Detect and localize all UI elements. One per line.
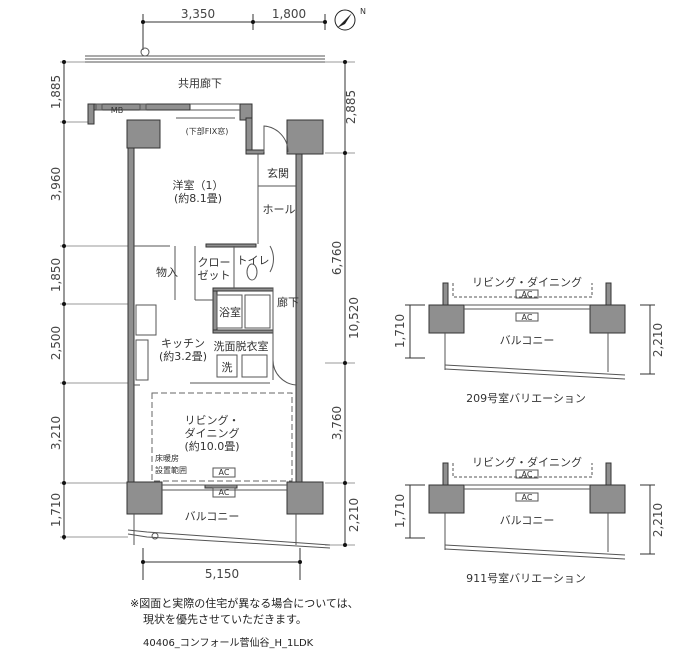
variation-209-caption: 209号室バリエーション xyxy=(466,391,586,405)
label-western-room-size: (約8.1畳) xyxy=(174,191,222,205)
dim-top-1: 3,350 xyxy=(181,7,215,21)
label-washroom: 洗面脱衣室 xyxy=(214,339,269,353)
variation-209-dim-right: 2,210 xyxy=(651,323,665,357)
dim-right-5: 2,210 xyxy=(347,498,361,532)
dim-left-4: 2,500 xyxy=(49,326,63,360)
dim-right-3: 10,520 xyxy=(347,297,361,339)
dim-left-3: 1,850 xyxy=(49,258,63,292)
variation-209-balcony: バルコニー xyxy=(500,334,555,347)
dim-top-2: 1,800 xyxy=(272,7,306,21)
svg-text:N: N xyxy=(360,7,366,16)
label-balcony: バルコニー xyxy=(185,510,240,523)
dims-left: 1,885 3,960 1,850 2,500 3,210 1,710 xyxy=(49,75,63,527)
label-living-size: (約10.0畳) xyxy=(184,439,239,453)
dim-bottom: 5,150 xyxy=(205,567,239,581)
disclaimer-line-2: 現状を優先させていただきます。 xyxy=(143,613,307,626)
shared-corridor-lines xyxy=(85,47,325,63)
label-bath: 浴室 xyxy=(219,305,241,319)
label-hallway: 廊下 xyxy=(277,295,299,309)
label-floor-heating-1: 床暖房 xyxy=(155,453,179,463)
plan-id: 40406_コンフォール菅仙谷_H_1LDK xyxy=(143,638,314,649)
walls xyxy=(87,103,324,515)
dimension-lines xyxy=(60,14,355,580)
label-western-room: 洋室（1） xyxy=(173,178,224,192)
dim-right-1: 2,885 xyxy=(344,90,358,124)
label-shared-corridor: 共用廊下 xyxy=(178,76,222,90)
label-kitchen-size: (約3.2畳) xyxy=(159,349,207,363)
dim-right-4: 3,760 xyxy=(330,406,344,440)
variation-911-balcony: バルコニー xyxy=(500,514,555,527)
dim-left-6: 1,710 xyxy=(49,493,63,527)
variation-911: リビング・ダイニング AC AC バルコニー 1,710 2,210 911号室… xyxy=(393,455,665,585)
variation-911-caption: 911号室バリエーション xyxy=(466,571,586,585)
interior-lines xyxy=(95,103,331,549)
floor-heating-area xyxy=(151,392,293,482)
variation-209-ac-outdoor: AC xyxy=(522,313,533,322)
label-fix-window: (下部FIX窓) xyxy=(186,126,229,136)
label-closet-2: ゼット xyxy=(198,269,231,282)
variation-911-ac-indoor: AC xyxy=(522,470,533,479)
disclaimer-line-1: ※図面と実際の住宅が異なる場合については、 xyxy=(130,597,359,610)
variation-209-ac-indoor: AC xyxy=(522,290,533,299)
label-washer: 洗 xyxy=(222,361,233,374)
compass-icon: N xyxy=(334,7,366,31)
dim-right-2: 6,760 xyxy=(330,241,344,275)
label-toilet: トイレ xyxy=(237,254,270,267)
label-entrance: 玄関 xyxy=(267,166,289,180)
dimension-dots xyxy=(62,20,347,564)
label-ac-indoor: AC xyxy=(219,468,230,477)
dim-left-1: 1,885 xyxy=(49,75,63,109)
label-storage: 物入 xyxy=(156,265,178,279)
label-hall: ホール xyxy=(263,203,296,216)
variation-911-ac-outdoor: AC xyxy=(522,493,533,502)
label-closet-1: クロー xyxy=(198,256,231,269)
dim-left-2: 3,960 xyxy=(49,167,63,201)
label-ac-outdoor: AC xyxy=(219,488,230,497)
label-living-2: ダイニング xyxy=(185,426,240,440)
variation-911-dim-right: 2,210 xyxy=(651,503,665,537)
label-living-1: リビング・ xyxy=(185,413,240,427)
dim-left-5: 3,210 xyxy=(49,416,63,450)
variation-911-dim-left: 1,710 xyxy=(393,494,407,528)
variation-209-dim-left: 1,710 xyxy=(393,314,407,348)
label-mb: MB xyxy=(111,106,123,115)
label-floor-heating-2: 設置範囲 xyxy=(155,465,187,475)
variation-911-living: リビング・ダイニング xyxy=(472,455,582,469)
variation-209: リビング・ダイニング AC AC バルコニー 1,710 2,210 209号室… xyxy=(393,275,665,405)
label-kitchen: キッチン xyxy=(161,337,205,350)
variation-209-living: リビング・ダイニング xyxy=(472,275,582,289)
